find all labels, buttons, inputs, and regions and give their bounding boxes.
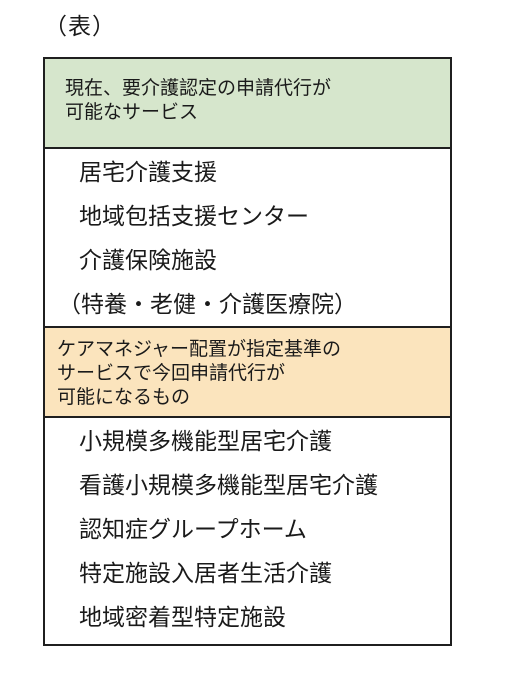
list-item: 特定施設入居者生活介護 <box>79 561 332 587</box>
list-item: 看護小規模多機能型居宅介護 <box>79 473 378 499</box>
list-item: 介護保険施設 <box>79 248 217 274</box>
list-item-note: （特養・老健・介護医療院） <box>58 292 357 318</box>
header-line: 現在、要介護認定の申請代行が <box>65 77 332 99</box>
list-item: 地域包括支援センター <box>79 204 309 230</box>
list-item: 小規模多機能型居宅介護 <box>79 429 332 455</box>
list-item: 認知症グループホーム <box>79 517 307 543</box>
section-header-new: ケアマネジャー配置が指定基準の サービスで今回申請代行が 可能になるもの <box>45 326 450 418</box>
header-line: 可能なサービス <box>65 101 199 123</box>
table-caption: （表） <box>44 14 116 40</box>
header-line: サービスで今回申請代行が <box>57 362 286 384</box>
header-line: 可能になるもの <box>57 386 191 408</box>
services-table: 現在、要介護認定の申請代行が 可能なサービス 居宅介護支援 地域包括支援センター… <box>43 57 452 646</box>
new-services-list: 小規模多機能型居宅介護 看護小規模多機能型居宅介護 認知症グループホーム 特定施… <box>45 420 450 640</box>
list-item: 居宅介護支援 <box>79 160 217 186</box>
section-header-current: 現在、要介護認定の申請代行が 可能なサービス <box>45 59 450 149</box>
header-line: ケアマネジャー配置が指定基準の <box>57 338 342 360</box>
current-services-list: 居宅介護支援 地域包括支援センター 介護保険施設 （特養・老健・介護医療院） <box>45 151 450 327</box>
list-item: 地域密着型特定施設 <box>79 605 286 631</box>
